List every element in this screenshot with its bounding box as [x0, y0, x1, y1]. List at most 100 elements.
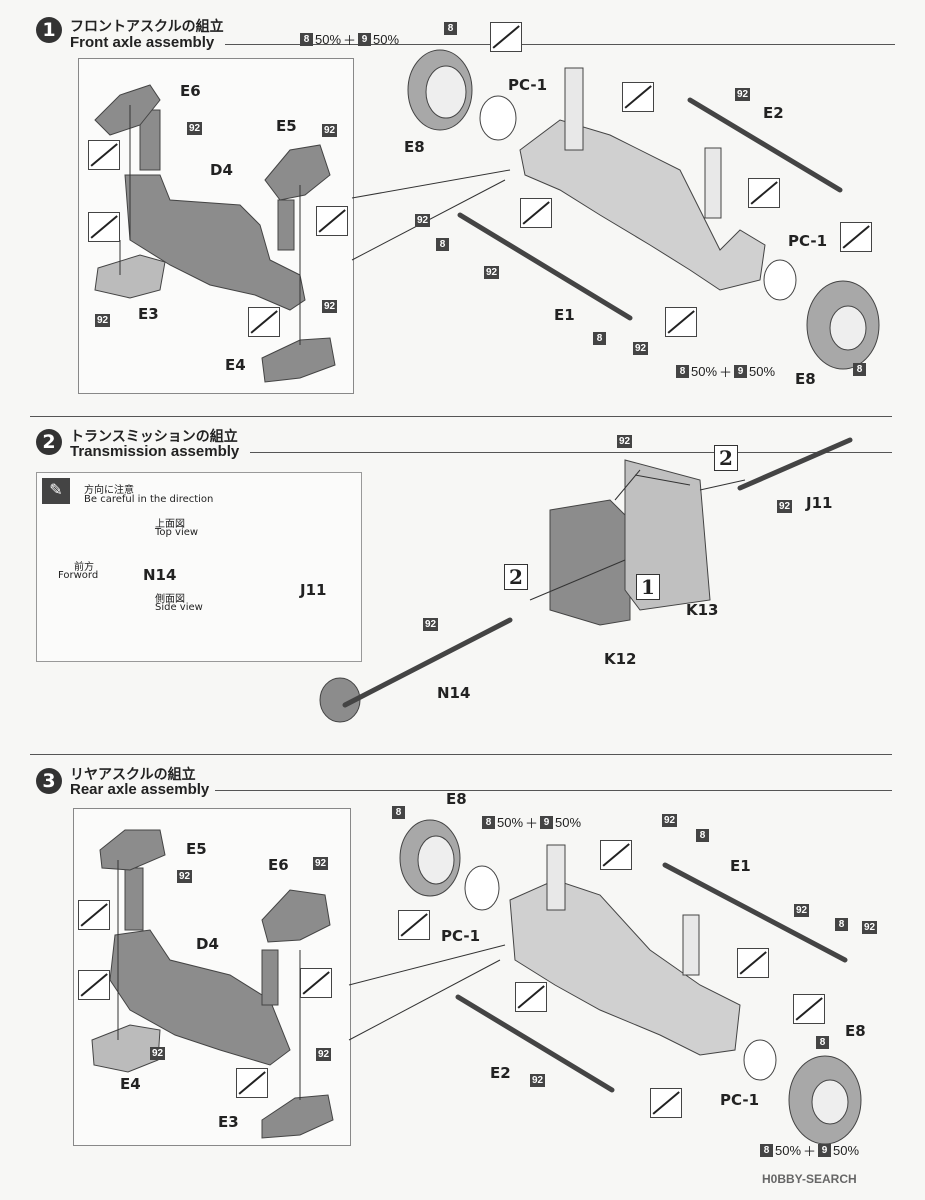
e6-part — [94, 84, 161, 136]
k12-part — [549, 499, 631, 626]
code-92: 92 — [150, 1047, 166, 1060]
code-92: 92 — [794, 904, 810, 917]
step-1-rule — [225, 44, 895, 45]
label-k12: K12 — [604, 650, 637, 668]
rear-shock-left — [546, 844, 566, 911]
label-j11: J11 — [806, 494, 833, 512]
front-jp: 前方 — [74, 562, 94, 573]
no-glue-icon — [236, 1068, 268, 1098]
no-glue-icon — [650, 1088, 682, 1118]
code-92: 92 — [187, 122, 203, 135]
no-glue-icon — [515, 982, 547, 1012]
d4-part-rear — [109, 929, 291, 1066]
caution-en: Be careful in the direction — [84, 494, 214, 505]
front-shock-left — [564, 67, 584, 151]
code-8: 8 — [444, 22, 457, 35]
code-92: 92 — [322, 300, 338, 313]
label-e8-right: E8 — [795, 370, 816, 388]
code-8: 8 — [816, 1036, 829, 1049]
side-view-jp: 側面図 — [155, 594, 185, 605]
front-axle-chassis — [519, 119, 766, 291]
no-glue-icon — [490, 22, 522, 52]
label-d4-rear: D4 — [196, 935, 219, 953]
k13-part — [624, 459, 711, 611]
label-e8-rear-left: E8 — [446, 790, 467, 808]
e1-rod-step1 — [457, 212, 633, 321]
e5-part — [264, 144, 331, 201]
step-3-title-en: Rear axle assembly — [70, 781, 210, 798]
label-e1: E1 — [554, 306, 575, 324]
top-view-en: Top view — [155, 527, 199, 538]
step-ref-1: 1 — [636, 574, 660, 600]
label-e4: E4 — [225, 356, 246, 374]
e4-part-rear — [91, 1024, 161, 1073]
no-glue-icon — [622, 82, 654, 112]
e2-rod-step3 — [455, 994, 615, 1093]
label-e2-rear: E2 — [490, 1064, 511, 1082]
step-1-title-jp: フロントアスクルの組立 — [70, 19, 224, 35]
e6-part-rear — [261, 889, 331, 943]
label-k13: K13 — [686, 601, 719, 619]
n14-shaft — [342, 617, 513, 708]
pc1-rear-right — [743, 1039, 777, 1081]
label-e4-rear: E4 — [120, 1075, 141, 1093]
code-92: 92 — [617, 435, 633, 448]
step-3-number: 3 — [36, 768, 62, 794]
step-2-number: 2 — [36, 429, 62, 455]
no-glue-icon — [793, 994, 825, 1024]
label-e5: E5 — [276, 117, 297, 135]
step-1-title-en: Front axle assembly — [70, 34, 215, 51]
code-92: 92 — [662, 814, 678, 827]
code-92: 92 — [530, 1074, 546, 1087]
no-glue-icon — [840, 222, 872, 252]
code-92: 92 — [177, 870, 193, 883]
j11-shaft — [737, 437, 853, 491]
code-92: 92 — [322, 124, 338, 137]
e3-part-rear — [261, 1094, 334, 1139]
e3-part — [94, 254, 166, 299]
caution-box — [36, 472, 362, 662]
code-92: 92 — [862, 921, 878, 934]
e6-shaft-rear — [261, 949, 279, 1006]
label-n14-caution: N14 — [143, 566, 177, 584]
label-e3-rear: E3 — [218, 1113, 239, 1131]
code-92: 92 — [95, 314, 111, 327]
label-pc1-rear-left: PC-1 — [441, 927, 481, 945]
step-2-rule-top — [30, 416, 892, 417]
code-92: 92 — [777, 500, 793, 513]
no-glue-icon — [88, 140, 120, 170]
no-glue-icon — [300, 968, 332, 998]
label-e5-rear: E5 — [186, 840, 207, 858]
no-glue-icon — [520, 198, 552, 228]
step-3-rule-top — [30, 754, 892, 755]
step-2-rule — [250, 452, 892, 453]
caution-icon: ✎ — [42, 478, 70, 504]
code-92: 92 — [484, 266, 500, 279]
no-glue-icon — [78, 970, 110, 1000]
label-e6: E6 — [180, 82, 201, 100]
watermark: H0BBY-SEARCH — [762, 1172, 857, 1186]
no-glue-icon — [737, 948, 769, 978]
front-en: Forword — [58, 570, 99, 581]
e5-part-rear — [99, 829, 166, 871]
e4-part — [261, 337, 336, 383]
rear-shock-right — [682, 914, 700, 976]
label-pc1-right: PC-1 — [788, 232, 828, 250]
code-8: 8 — [593, 332, 606, 345]
step-2-title-en: Transmission assembly — [70, 443, 240, 460]
e5-shaft-rear — [124, 867, 144, 931]
code-92: 92 — [633, 342, 649, 355]
e5-shaft — [277, 199, 295, 251]
e2-rod-step1 — [687, 97, 843, 193]
code-8: 8 — [835, 918, 848, 931]
pc1-left — [479, 95, 517, 141]
code-92: 92 — [423, 618, 439, 631]
pc1-right — [763, 259, 797, 301]
no-glue-icon — [600, 840, 632, 870]
no-glue-icon — [748, 178, 780, 208]
label-e8-rear-right: E8 — [845, 1022, 866, 1040]
front-shock-right — [704, 147, 722, 219]
label-j11-caution: J11 — [300, 581, 327, 599]
no-glue-icon — [665, 307, 697, 337]
